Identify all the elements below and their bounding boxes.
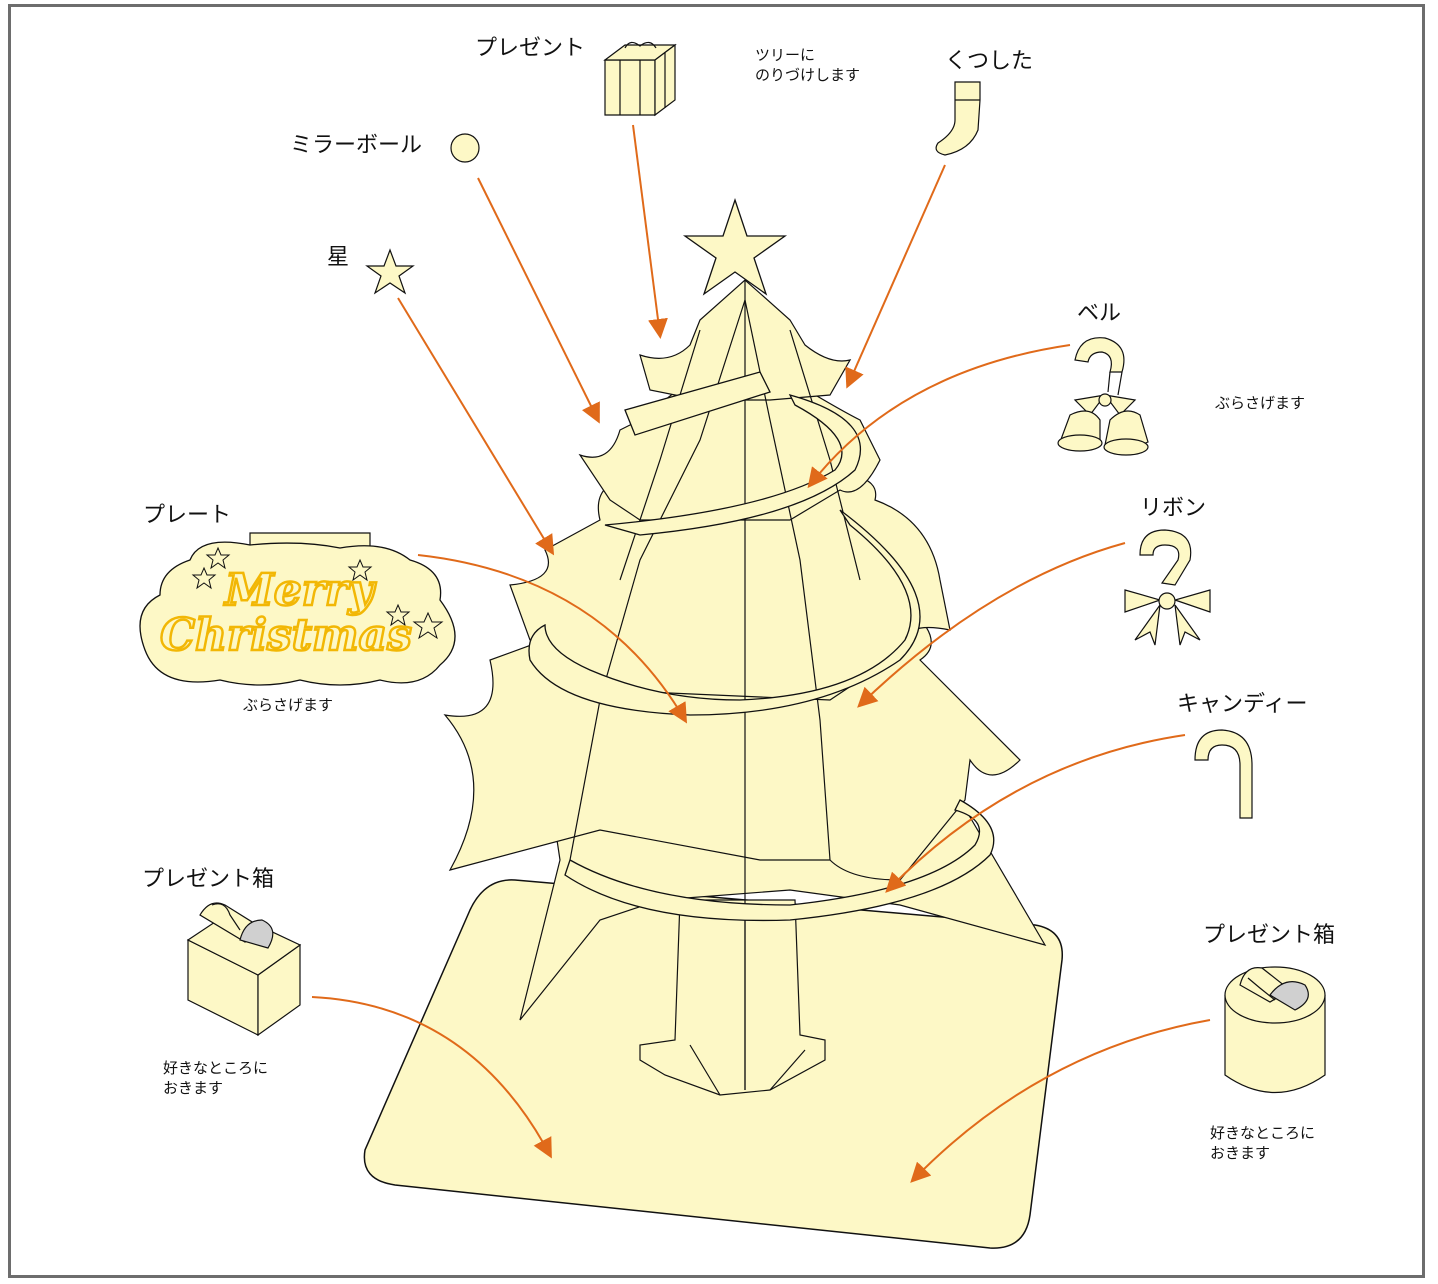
arrows	[311, 124, 1211, 1183]
arrow-sock	[845, 164, 946, 389]
arrow-ribbon	[857, 542, 1126, 708]
label-present-box-left-note-line1: 好きなところに	[163, 1059, 268, 1077]
label-star: 星	[327, 245, 349, 270]
arrow-candy	[885, 734, 1186, 893]
label-plate-note: ぶらさげます	[243, 696, 333, 714]
star-icon	[365, 248, 415, 295]
label-ribbon: リボン	[1140, 496, 1206, 521]
arrow-star	[397, 297, 555, 556]
label-mirror-ball: ミラーボール	[290, 133, 422, 158]
label-bell-note: ぶらさげます	[1215, 394, 1305, 412]
label-present-box-left: プレゼント箱	[142, 867, 274, 892]
present-icon	[603, 41, 677, 117]
plate-text-line1: Merry	[223, 565, 377, 616]
label-bell: ベル	[1077, 301, 1121, 326]
label-present-box-right-note-line2: おきます	[1210, 1144, 1270, 1162]
label-sock: くつした	[945, 49, 1033, 74]
plate-icon: Merry Christmas	[139, 532, 456, 686]
label-plate: プレート	[143, 503, 231, 528]
present-box-left-icon	[186, 902, 302, 1037]
arrow-present	[632, 124, 668, 339]
arrow-present-box-right	[910, 1019, 1211, 1183]
label-present-box-left-note-line2: おきます	[163, 1079, 223, 1097]
candy-cane-icon	[1194, 729, 1253, 819]
plate-text-line2: Christmas	[160, 610, 412, 661]
bell-icon	[1057, 337, 1149, 456]
ribbon-icon	[1124, 529, 1211, 646]
tree-top-star	[682, 197, 788, 296]
arrow-plate	[417, 554, 688, 724]
label-present-box-right-note-line1: 好きなところに	[1210, 1124, 1315, 1142]
sock-icon	[935, 81, 981, 156]
label-candy: キャンディー	[1177, 692, 1307, 717]
label-tree-note-line1: ツリーに	[755, 46, 815, 64]
label-tree-note-line2: のりづけします	[755, 66, 860, 84]
label-present: プレゼント	[475, 36, 585, 61]
label-present-box-right: プレゼント箱	[1203, 923, 1335, 948]
arrow-bell	[807, 344, 1071, 489]
tree-body	[443, 279, 1047, 1090]
present-box-right-icon	[1224, 966, 1326, 1093]
arrow-present-box-left	[311, 996, 552, 1159]
arrow-mirror-ball	[477, 177, 600, 424]
mirror-ball-icon	[450, 133, 480, 163]
